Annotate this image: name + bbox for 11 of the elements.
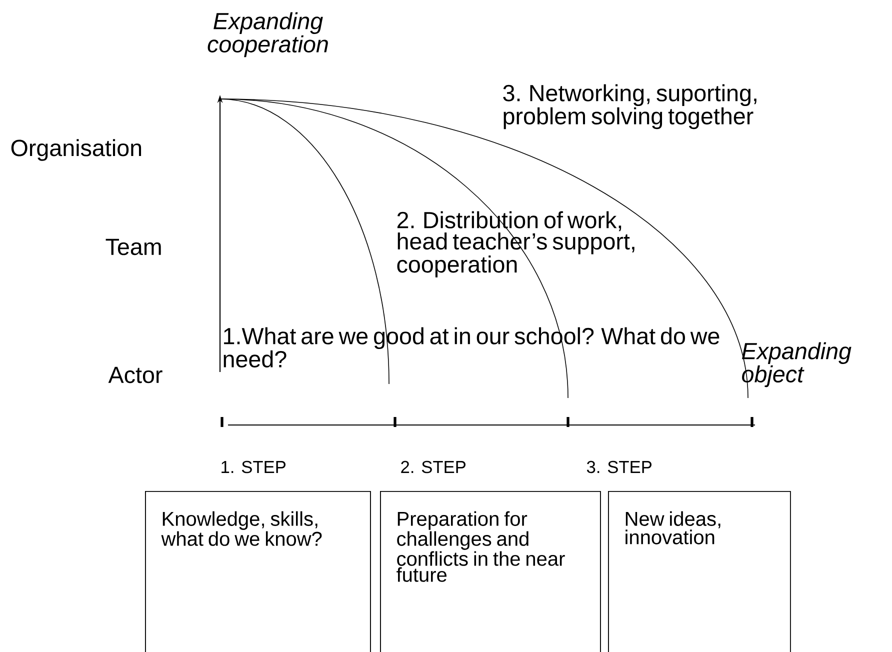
curve-label: 3. Networking, suporting, problem solving together: [503, 84, 756, 130]
step-label: 1. STEP: [222, 460, 286, 474]
level-label: Organisation: [11, 139, 142, 161]
level-label: Actor: [108, 366, 162, 384]
level-label: Team: [106, 238, 161, 256]
step-box: Preparation for challenges and conflicts in the near future: [380, 491, 601, 652]
step-label: 3. STEP: [586, 460, 652, 474]
step-box: New ideas, innovation: [608, 491, 791, 652]
step-box: Knowledge, skills, what do we know?: [145, 491, 371, 652]
axis-title: Expanding cooperation: [208, 12, 328, 58]
step-label: 2. STEP: [401, 460, 466, 474]
